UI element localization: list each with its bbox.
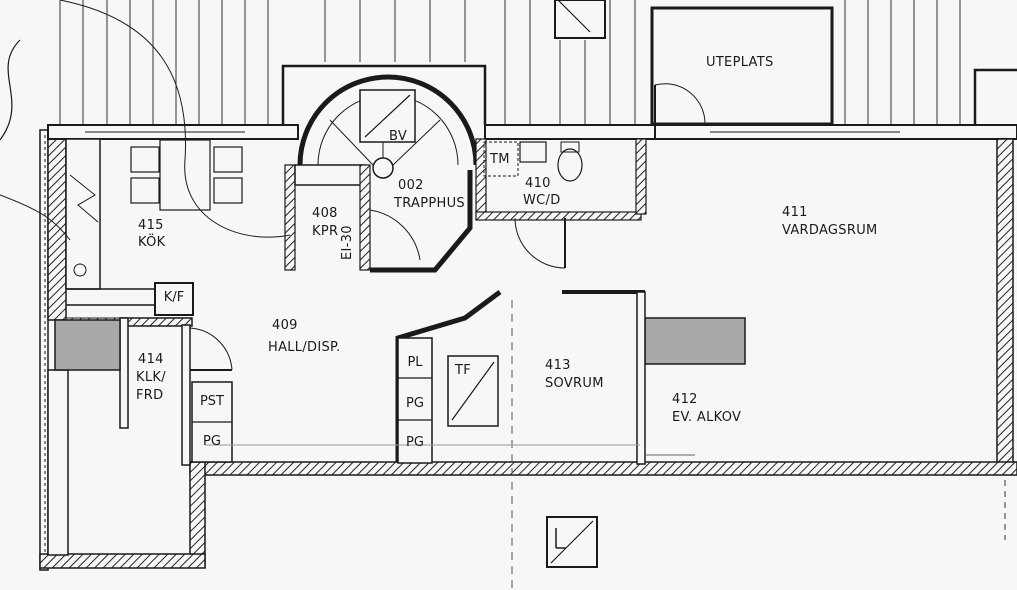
stair-arc <box>297 74 479 166</box>
label-pl: PL <box>407 355 423 370</box>
tm-box <box>483 141 519 177</box>
label-sovrum-num: 413 <box>545 358 571 373</box>
toilet <box>557 148 583 182</box>
tf-box <box>447 355 499 427</box>
label-hall-name: HALL/DISP. <box>268 340 341 355</box>
label-kpr-num: 408 <box>312 206 338 221</box>
label-ei30: EI-30 <box>340 225 355 260</box>
label-pg-bedroom-1: PG <box>406 396 424 411</box>
stair-roof-outline <box>281 64 487 125</box>
label-tf: TF <box>455 363 472 378</box>
chimney-right <box>644 317 746 365</box>
label-vardagsrum-name: VARDAGSRUM <box>782 223 878 238</box>
label-tm: TM <box>490 152 510 167</box>
wall-kpr <box>284 164 296 271</box>
label-kok-name: KÖK <box>138 235 166 250</box>
label-pg-bedroom-2: PG <box>406 435 424 450</box>
label-bv: BV <box>389 129 408 144</box>
label-alkov-name: EV. ALKOV <box>672 410 742 425</box>
label-uteplats: UTEPLATS <box>706 55 774 70</box>
uteplats-frame <box>650 6 834 126</box>
label-wc-num: 410 <box>525 176 551 191</box>
sink <box>519 141 547 163</box>
label-kf: K/F <box>163 290 185 305</box>
storage-box-top <box>554 0 606 39</box>
label-wc-name: WC/D <box>523 193 561 208</box>
label-pst: PST <box>199 394 225 409</box>
chimney-left <box>54 319 121 371</box>
label-sovrum-name: SOVRUM <box>545 376 604 391</box>
wall-right <box>996 138 1014 466</box>
wall-left-outer <box>39 129 49 571</box>
label-kpr-name: KPR <box>312 224 339 239</box>
label-klk-name: KLK/ <box>136 370 166 385</box>
label-alkov-num: 412 <box>672 392 698 407</box>
fridge-box <box>154 282 194 316</box>
terrace-boards <box>59 0 961 125</box>
label-klk-name2: FRD <box>136 388 164 403</box>
kitchen-counter <box>65 138 101 290</box>
label-pg-hall: PG <box>203 434 221 449</box>
label-vardagsrum-num: 411 <box>782 205 808 220</box>
label-trapphus-name: TRAPPHUS <box>394 196 465 211</box>
label-trapphus-num: 002 <box>398 178 424 193</box>
label-hall-num: 409 <box>272 318 298 333</box>
label-klk-num: 414 <box>138 352 164 367</box>
label-kok-num: 415 <box>138 218 164 233</box>
wall-bottom <box>189 461 1017 476</box>
